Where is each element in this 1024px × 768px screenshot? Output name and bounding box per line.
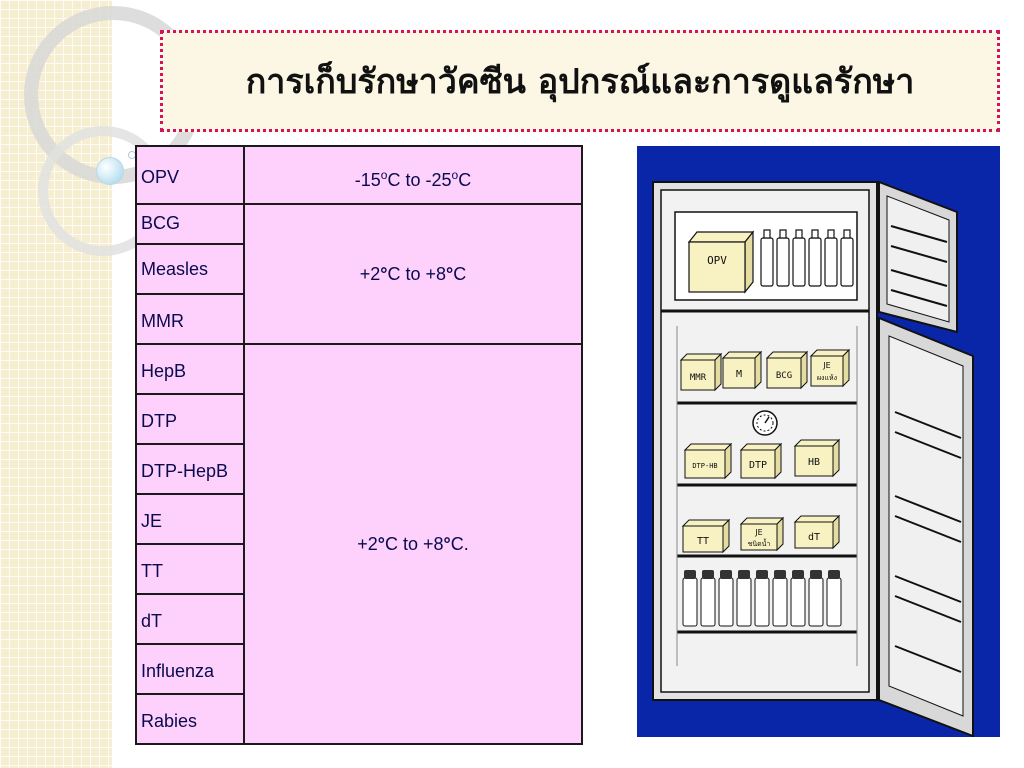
- svg-text:M: M: [736, 369, 742, 380]
- table-row: DTP-HepB: [135, 443, 582, 495]
- svg-text:TT: TT: [697, 536, 709, 547]
- diluent-vials: [682, 570, 842, 627]
- vaccine-name: JE: [135, 493, 245, 545]
- vaccine-name: dT: [135, 593, 245, 645]
- vaccine-name: MMR: [135, 293, 245, 345]
- temperature-range-refrigerator: +2°C to +8°C.: [243, 343, 583, 745]
- range-part: +2: [357, 533, 378, 554]
- vaccine-name: TT: [135, 543, 245, 595]
- opv-box: OPV: [687, 230, 755, 294]
- svg-text:dT: dT: [808, 532, 820, 543]
- svg-text:JE: JE: [754, 528, 762, 537]
- vaccine-name: DTP-HepB: [135, 443, 245, 495]
- vaccine-name: HepB: [135, 343, 245, 395]
- freezer-bottles: [760, 229, 854, 287]
- slide-title: การเก็บรักษาวัคซีน อุปกรณ์และการดูแลรักษ…: [245, 62, 915, 102]
- temperature-range-freezer: -15oC to -25oC: [243, 145, 583, 205]
- box-label: OPV: [707, 254, 727, 267]
- vaccine-storage-table: OPV -15oC to -25oC BCG +2°C to +8°C Meas…: [135, 145, 583, 745]
- table-row: TT: [135, 543, 582, 595]
- range-part: C to -25: [387, 169, 452, 190]
- range-part: +2: [359, 263, 381, 284]
- range-part: C: [453, 263, 467, 284]
- vaccine-name: Measles: [135, 243, 245, 295]
- svg-text:BCG: BCG: [776, 371, 792, 381]
- svg-text:DTP: DTP: [749, 460, 767, 471]
- vaccine-name: Rabies: [135, 693, 245, 745]
- shelf-3-boxes: TT JE ชนิดน้ำ dT: [681, 514, 841, 554]
- degree-sign: °: [380, 263, 388, 284]
- refrigerator-door: [878, 316, 974, 737]
- svg-text:MMR: MMR: [690, 373, 707, 383]
- table-row: dT: [135, 593, 582, 645]
- temperature-range-refrigerator: +2°C to +8°C: [243, 203, 583, 345]
- table-row: JE: [135, 493, 582, 545]
- degree-sign: o: [380, 167, 388, 182]
- range-part: C: [458, 169, 472, 190]
- degree-sign: °: [446, 263, 454, 284]
- degree-sign: °: [443, 533, 451, 554]
- shelf-2-boxes: DTP-HB DTP HB: [683, 438, 841, 480]
- table-row: Influenza: [135, 643, 582, 695]
- svg-text:HB: HB: [808, 457, 820, 468]
- table-row: MMR: [135, 293, 582, 345]
- vaccine-name: Influenza: [135, 643, 245, 695]
- range-part: C to +8: [384, 533, 444, 554]
- table-row: Rabies: [135, 693, 582, 745]
- vaccine-name: BCG: [135, 203, 245, 245]
- refrigerator-illustration: OPV MMR: [637, 146, 1000, 737]
- table-row: OPV -15oC to -25oC: [135, 145, 583, 205]
- thermometer-dial-icon: [752, 410, 778, 436]
- degree-sign: °: [377, 533, 385, 554]
- vaccine-name: DTP: [135, 393, 245, 445]
- range-part: C to +8: [387, 263, 447, 284]
- shelf-1-boxes: MMR M BCG JE ผงแห้ง: [679, 348, 851, 392]
- refrigerator-drawing: OPV MMR: [652, 180, 974, 737]
- table-row: DTP: [135, 393, 582, 445]
- vaccine-name: OPV: [135, 145, 245, 205]
- svg-text:ผงแห้ง: ผงแห้ง: [817, 374, 837, 382]
- range-part: -15: [354, 169, 381, 190]
- range-part: C.: [450, 533, 469, 554]
- table-row: HepB +2°C to +8°C.: [135, 343, 583, 745]
- svg-text:JE: JE: [822, 361, 830, 370]
- freezer-door: [878, 180, 958, 334]
- table-row: BCG +2°C to +8°C: [135, 203, 583, 345]
- decorative-bubble: [96, 157, 124, 185]
- table-row: Measles: [135, 243, 582, 295]
- svg-text:DTP-HB: DTP-HB: [692, 462, 717, 470]
- svg-text:ชนิดน้ำ: ชนิดน้ำ: [748, 537, 771, 548]
- degree-sign: o: [451, 167, 459, 182]
- title-box: การเก็บรักษาวัคซีน อุปกรณ์และการดูแลรักษ…: [160, 30, 1000, 132]
